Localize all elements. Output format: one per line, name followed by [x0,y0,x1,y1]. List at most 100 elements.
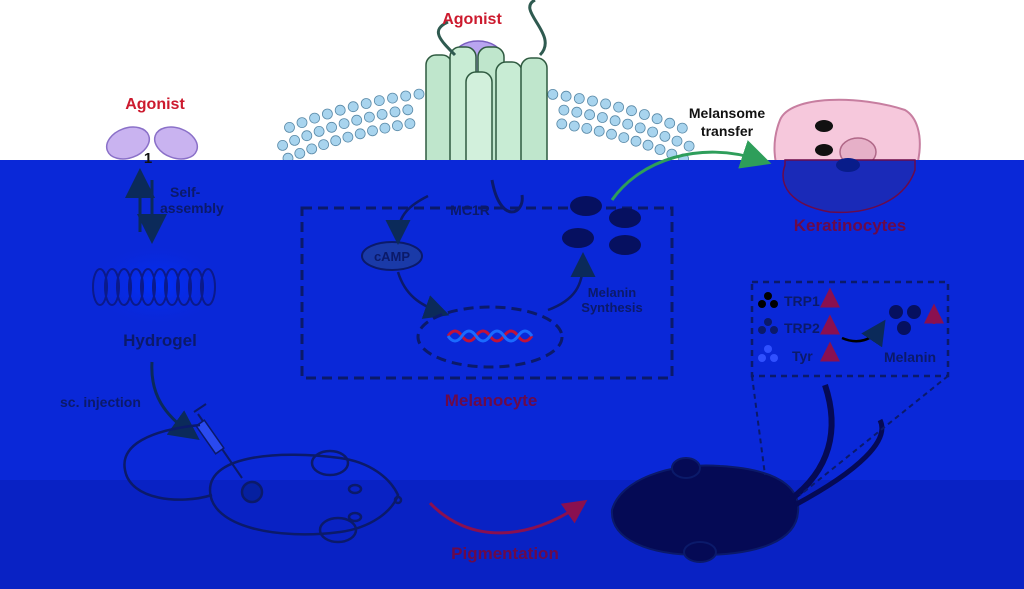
lipid-head [558,104,570,116]
lipid-head [347,101,359,113]
lipid-head [587,95,598,107]
lipid-head [573,93,585,104]
lipid-head [413,88,425,100]
lipid-head [613,101,624,113]
lipid-head [313,125,325,137]
lipid-head [400,90,412,102]
melanin-label: Melanin [884,349,936,365]
lipid-head [294,147,306,159]
melanocyte-boundary [300,206,674,380]
self-assembly-label-2: assembly [160,200,224,216]
dna-to-melanin-arrow [547,252,596,312]
gene-expression-inset [750,280,950,378]
melanosome-transfer-label-2: transfer [701,123,754,139]
keratinocytes-label: Keratinocytes [794,216,906,235]
hydrogel-fiber-ring [116,268,132,306]
sc-injection-label: sc. injection [60,394,141,410]
hydrogel-fiber-ring [176,268,192,306]
pigmentation-arrow [428,499,588,535]
trp2-label: TRP2 [784,320,820,336]
lipid-head [609,115,621,127]
lipid-head [301,130,313,142]
camp-label: cAMP [374,249,410,264]
hydrogel-fiber-ring [104,268,120,306]
hydrogel-fiber-ring [200,268,216,306]
camp-to-dna-arrow [396,271,450,319]
lipid-head [277,139,289,151]
keratinocyte-lower [782,159,916,214]
lipid-head [597,112,608,123]
hydrogel-fiber-ring [128,268,144,306]
inset-connector-left [751,375,766,476]
lipid-head [373,95,385,106]
lipid-head [289,134,301,146]
melanosomes [562,196,641,255]
lipid-head [560,90,572,102]
lipid-head [306,143,318,155]
lipid-head [571,106,583,118]
lipid-head [634,122,646,134]
lipid-head [618,132,630,144]
lipid-head [659,130,671,142]
hydrogel-fibers [87,243,227,327]
lipid-head [338,118,350,129]
lipid-head [363,111,375,123]
melanin-synthesis-label-2: Synthesis [581,300,642,315]
hydrogel-label: Hydrogel [123,331,197,350]
melanosome-transfer-arrow [610,140,772,201]
lipid-head [387,92,398,104]
agonist-molecule-left [105,126,199,160]
hydrogel-fiber-ring [164,268,180,306]
inset-connector-right [799,375,949,496]
lipid-head [342,131,354,143]
nucleus [416,305,564,369]
up-arrow-icons [820,287,944,362]
melanosome-transfer-label-1: Melansome [689,105,765,121]
lipid-head [376,109,388,120]
lipid-head [330,135,342,147]
lipid-head [309,112,321,124]
tyr-label: Tyr [792,348,813,364]
self-assembly-label-1: Self- [170,184,201,200]
mouse-pigmented [610,384,885,563]
lipid-head [402,104,414,116]
lipid-head [296,117,308,128]
lipid-head [581,122,593,134]
compound-number: 1 [144,150,152,167]
melanocyte-label: Melanocyte [445,391,538,410]
mc1r-intracellular-loop [490,179,524,214]
lipid-head [389,106,401,118]
lipid-head [379,122,391,134]
lipid-head [622,118,634,130]
lipid-head [547,89,559,100]
lipid-head [683,140,695,152]
lipid-head [647,126,658,138]
lipid-head [318,139,330,151]
self-assembly-arrows [125,168,167,244]
agonist-top-label: Agonist [442,11,502,28]
mouse-untreated [123,423,403,544]
melanin-dots [889,305,921,335]
lipid-head [606,128,617,140]
receptor-to-camp-arrow [385,194,429,245]
lipid-bilayer [277,88,695,165]
pigmentation-label: Pigmentation [451,544,559,563]
dna-helix [446,329,534,343]
lipid-head [556,118,568,130]
lipid-head [639,109,650,120]
lipid-head [626,105,637,117]
agonist-left-label: Agonist [125,96,185,113]
lipid-head [360,98,372,109]
trp1-label: TRP1 [784,293,820,309]
lipid-head [676,122,688,134]
lipid-head [584,109,595,121]
lipid-head [600,98,611,110]
lipid-head [321,108,333,120]
lipid-head [630,135,642,147]
lipid-head [651,113,663,125]
lipid-head [654,144,666,155]
hydrogel-fiber-ring [152,268,168,306]
trp2-dots [758,318,778,334]
